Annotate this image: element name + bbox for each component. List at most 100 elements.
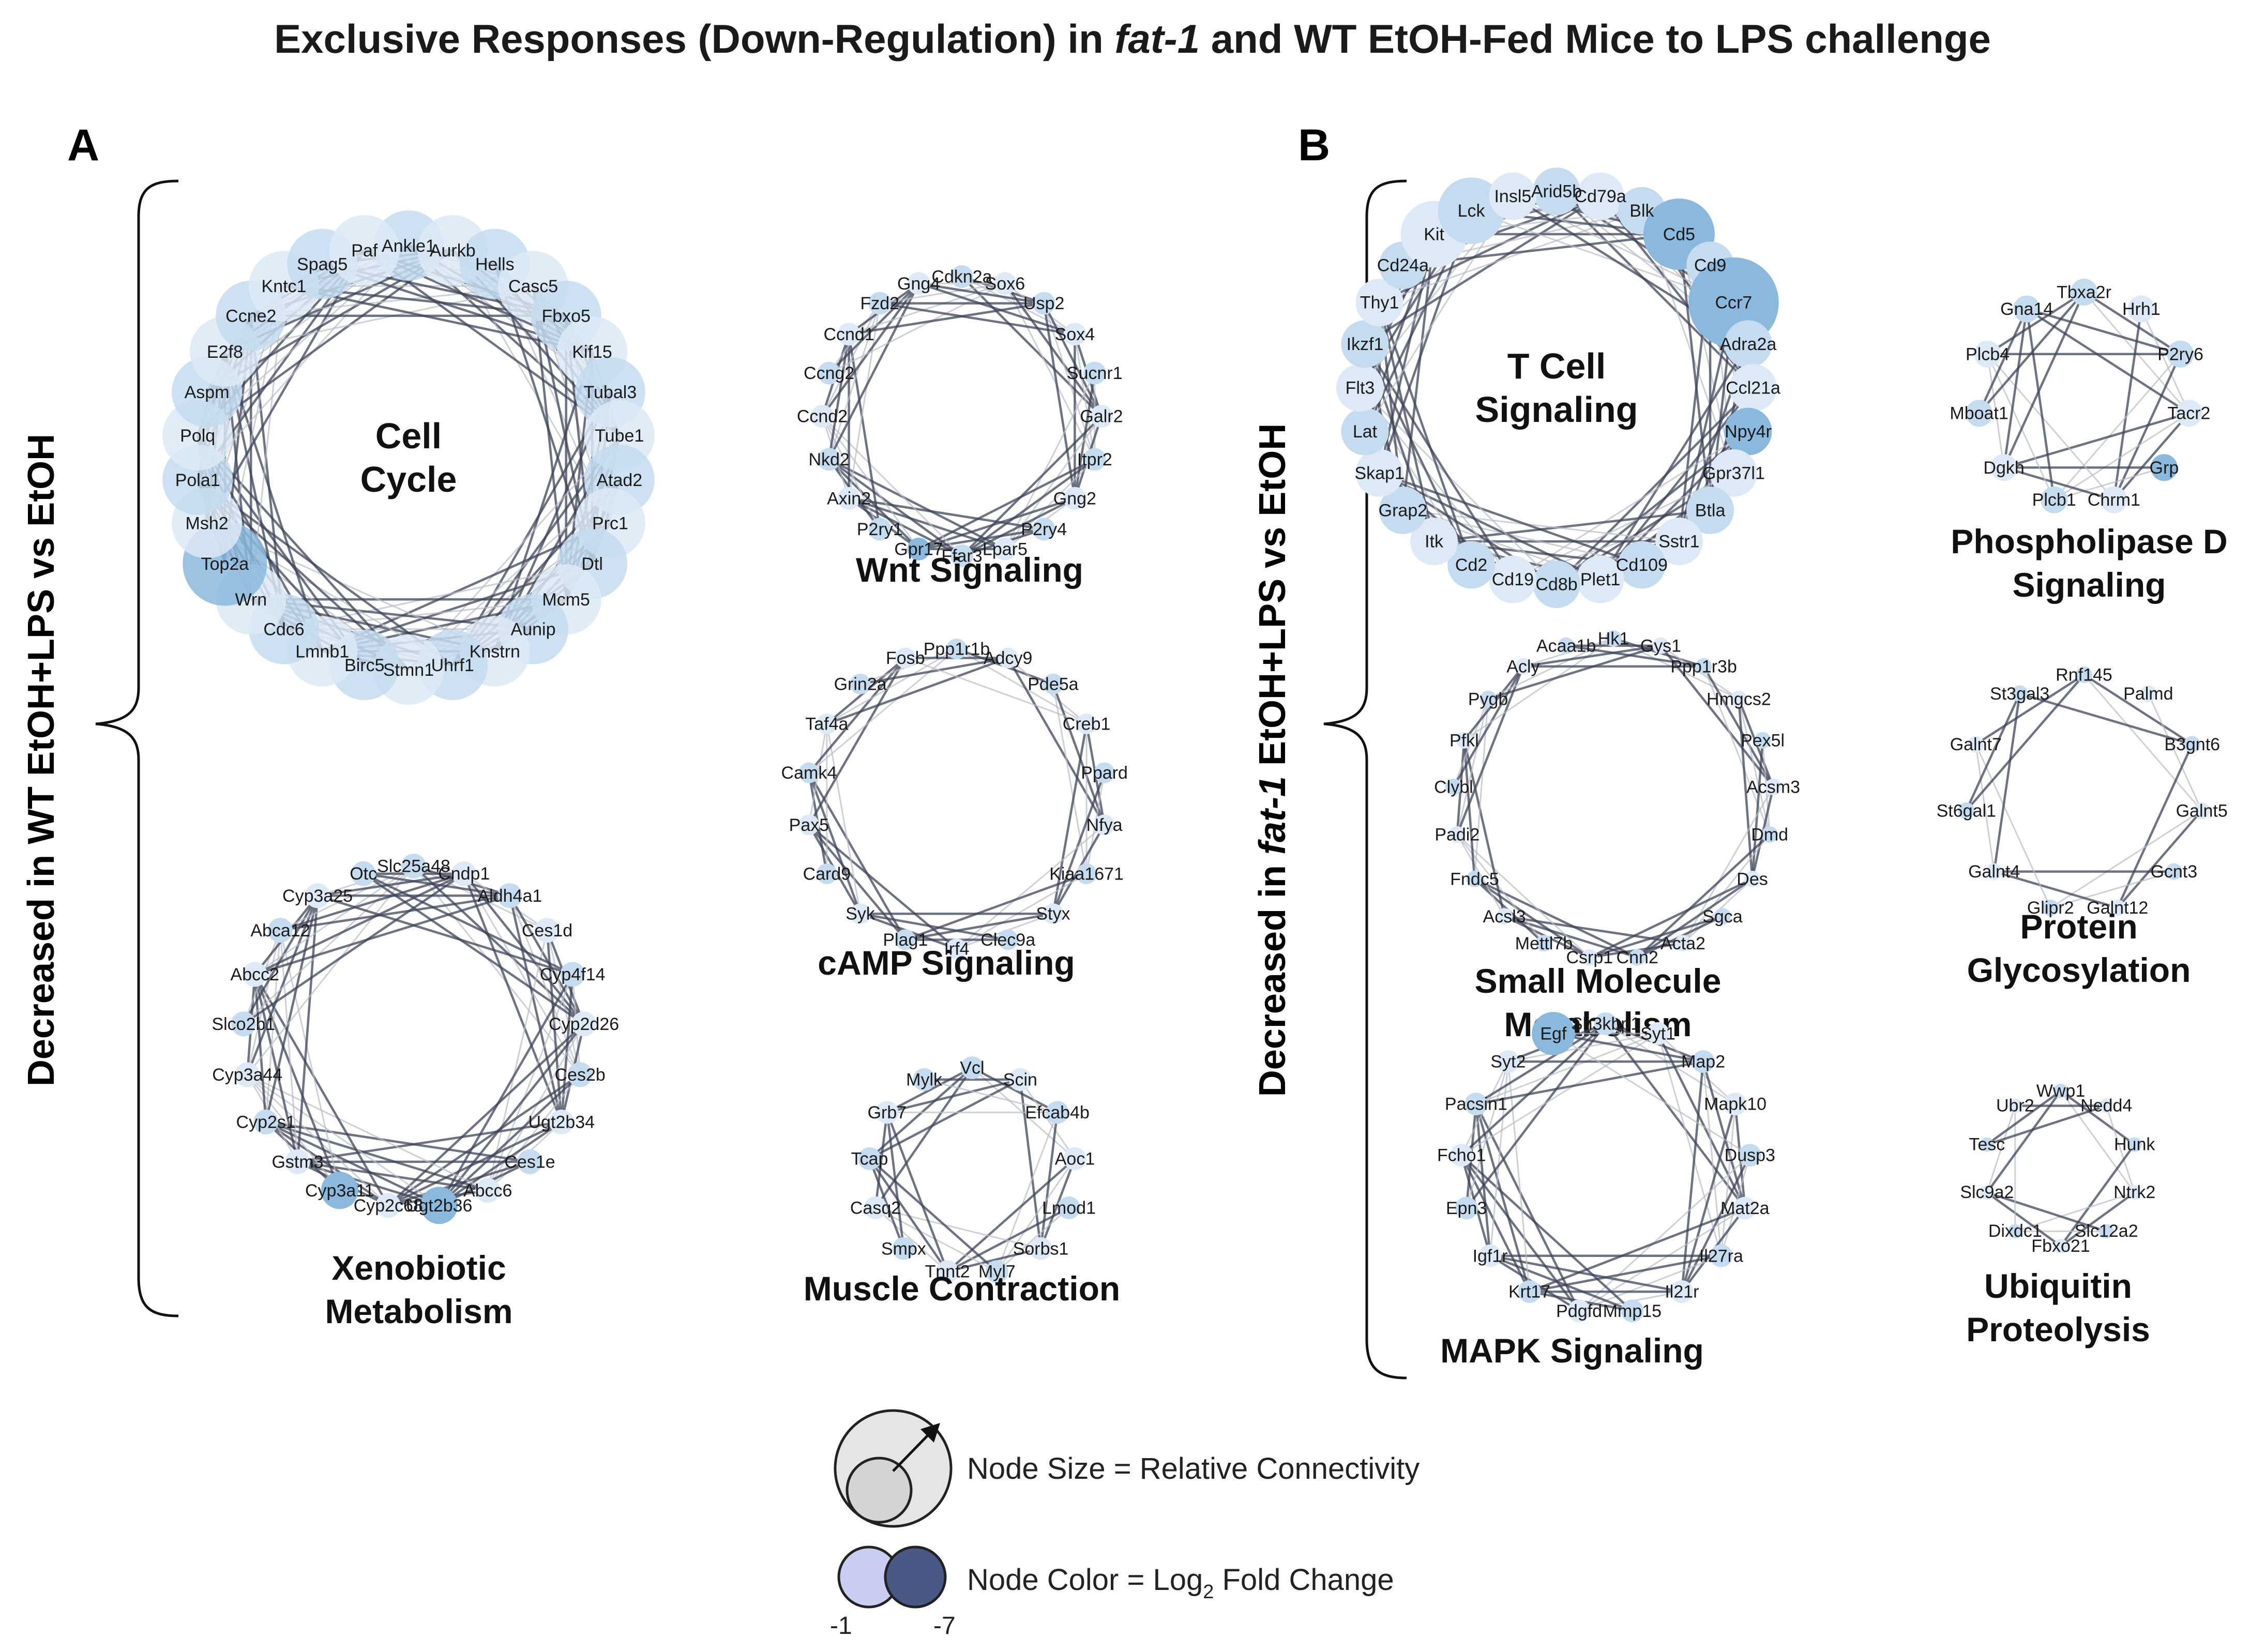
edge-fcho1-sh3kbp1	[1460, 1023, 1607, 1156]
node-label-uhrf1: Uhrf1	[431, 656, 474, 675]
node-dusp3	[1738, 1144, 1761, 1167]
node-taf4a	[816, 714, 837, 734]
node-epn3	[1455, 1196, 1478, 1220]
cluster-wnt-signaling: Cdkn2aSox6Usp2Sox4Sucnr1Galr2Itpr2Gng2P2…	[797, 265, 1123, 589]
edge-kntc1-kif15	[283, 285, 593, 353]
node-label-cd9: Cd9	[1694, 256, 1726, 276]
node-ppp1r3b	[1695, 658, 1712, 675]
node-label-plag1: Plag1	[883, 930, 928, 950]
node-label-hmgcs2: Hmgcs2	[1707, 689, 1771, 709]
edge-gpr17-ccnd2	[821, 416, 919, 550]
node-lat	[1341, 407, 1389, 456]
node-label-ces1d: Ces1d	[522, 921, 572, 941]
node-p2ry4	[1032, 518, 1055, 541]
edge-tacr2-plcb1	[2053, 412, 2190, 501]
edge-galnt4-galnt7	[1975, 744, 1995, 872]
edge-ccnd2-fzd2	[821, 302, 881, 417]
edge-kiaa1671-irf4	[956, 873, 1087, 950]
edge-tnnt2-tcap	[868, 1158, 948, 1272]
edge-cyp3a44-slc25a48	[247, 866, 415, 1075]
edge-ugt2b34-cyp2c68	[387, 1120, 562, 1207]
node-mmp15	[1621, 1299, 1644, 1323]
edge-nedd4-ntrk2	[2105, 1105, 2136, 1193]
node-label-fzd2: Fzd2	[860, 294, 900, 313]
node-abcc2	[242, 962, 267, 987]
title-italic: fat-1	[1114, 16, 1200, 62]
node-label-spag5: Spag5	[297, 254, 348, 274]
node-label-cyp2c68: Cyp2c68	[354, 1196, 423, 1216]
node-insl5	[1489, 172, 1537, 220]
node-label-acta2: Acta2	[1660, 934, 1705, 953]
edge-syk-taf4a	[826, 723, 862, 914]
node-pdgfd	[1567, 1299, 1591, 1323]
node-label-mat2a: Mat2a	[1720, 1199, 1770, 1218]
node-label-pfkl: Pfkl	[1449, 731, 1479, 750]
node-ffar3	[950, 544, 973, 567]
node-label-aurkb: Aurkb	[430, 241, 476, 261]
edge-prc1-lmnb1	[322, 522, 611, 653]
edge-ffar3-ccnd2	[821, 415, 963, 557]
edge-igf1r-syt2	[1489, 1061, 1509, 1256]
edge-tcap-vcl	[869, 1067, 973, 1160]
node-label-cyp3a25: Cyp3a25	[282, 886, 353, 906]
node-label-fndc5: Fndc5	[1450, 870, 1499, 889]
node-label-hunk: Hunk	[2114, 1135, 2155, 1155]
node-label-cd109: Cd109	[1616, 555, 1668, 575]
node-label-cnn2: Cnn2	[1617, 948, 1658, 967]
node-glipr2	[2042, 899, 2059, 916]
edge-abcc6-cyp2s1	[265, 1120, 488, 1192]
edge-aoc1-sorbs1	[1039, 1158, 1076, 1249]
edge-cyp3a11-abca12	[279, 930, 341, 1191]
node-label-mcm5: Mcm5	[542, 590, 590, 610]
cluster-muscle-contraction: VclScinEfcab4bAoc1Lmod1Sorbs1Myl7Tnnt2Sm…	[804, 1056, 1120, 1308]
node-label-ppp1r3b: Ppp1r3b	[1670, 657, 1737, 676]
edge-plcb1-plcb4	[1987, 354, 2055, 501]
node-label-dgkh: Dgkh	[1983, 458, 2024, 478]
node-flt3	[1336, 364, 1384, 412]
node-cd8b	[1533, 560, 1580, 608]
node-label-mboat1: Mboat1	[1950, 404, 2008, 423]
legend-size-glyph	[834, 1409, 953, 1528]
edge-il27ra-pdgfd	[1579, 1255, 1722, 1312]
node-st3gal3	[2011, 685, 2028, 702]
node-label-camk4: Camk4	[781, 763, 837, 783]
edge-cyp2d26-ugt2b36	[438, 1023, 585, 1206]
node-lmod1	[1058, 1196, 1080, 1219]
node-sox6	[993, 272, 1017, 295]
node-label-lck: Lck	[1458, 201, 1486, 221]
node-nfya	[1094, 814, 1115, 836]
node-ubr2	[2007, 1098, 2022, 1113]
node-label-dixdc1: Dixdc1	[1988, 1221, 2042, 1241]
cluster-center-cell-cycle-0: Cell	[375, 416, 442, 456]
node-slc25a48	[401, 854, 426, 878]
node-label-lpar5: Lpar5	[983, 539, 1028, 559]
node-label-gstm3: Gstm3	[271, 1153, 323, 1172]
node-b3gnt6	[2184, 736, 2201, 753]
side-label-b-prefix: Decreased in	[1252, 855, 1293, 1097]
node-ugt2b34	[549, 1110, 574, 1134]
cluster-caption-ubiquitin-proteolysis-1: Proteolysis	[1966, 1310, 2150, 1348]
node-label-itpr2: Itpr2	[1077, 450, 1112, 469]
node-label-hk1: Hk1	[1598, 629, 1629, 649]
edge-sh3kbp1-mat2a	[1605, 1023, 1746, 1209]
edge-ccng2-sox6	[828, 282, 1006, 374]
edge-gys1-acsm3	[1659, 645, 1774, 788]
node-label-ikzf1: Ikzf1	[1347, 335, 1384, 354]
node-adcy9	[998, 647, 1019, 669]
node-label-gpr37l1: Gpr37l1	[1702, 463, 1765, 483]
edge-sh3kbp1-mapk10	[1605, 1023, 1736, 1105]
node-mat2a	[1733, 1196, 1757, 1220]
node-label-otc: Otc	[350, 864, 377, 884]
edge-ces1d-ces2b	[546, 930, 581, 1075]
cluster-cell-cycle: Ankle1AurkbHellsCasc5Fbxo5Kif15Tubal3Tub…	[162, 210, 655, 705]
edge-ntrk2-dixdc1	[2015, 1191, 2135, 1232]
edge-gng4-usp2	[918, 282, 1045, 305]
node-label-taf4a: Taf4a	[805, 715, 848, 734]
edge-grp-plcb1	[2053, 466, 2165, 501]
node-label-casc5: Casc5	[508, 277, 558, 296]
edge-pde5a-kiaa1671	[1052, 684, 1088, 874]
edge-otc-aldh4a1	[363, 872, 510, 897]
edge-slc12a2-slc9a2	[1986, 1191, 2107, 1233]
edge-cdkn2a-galr2	[961, 276, 1103, 417]
